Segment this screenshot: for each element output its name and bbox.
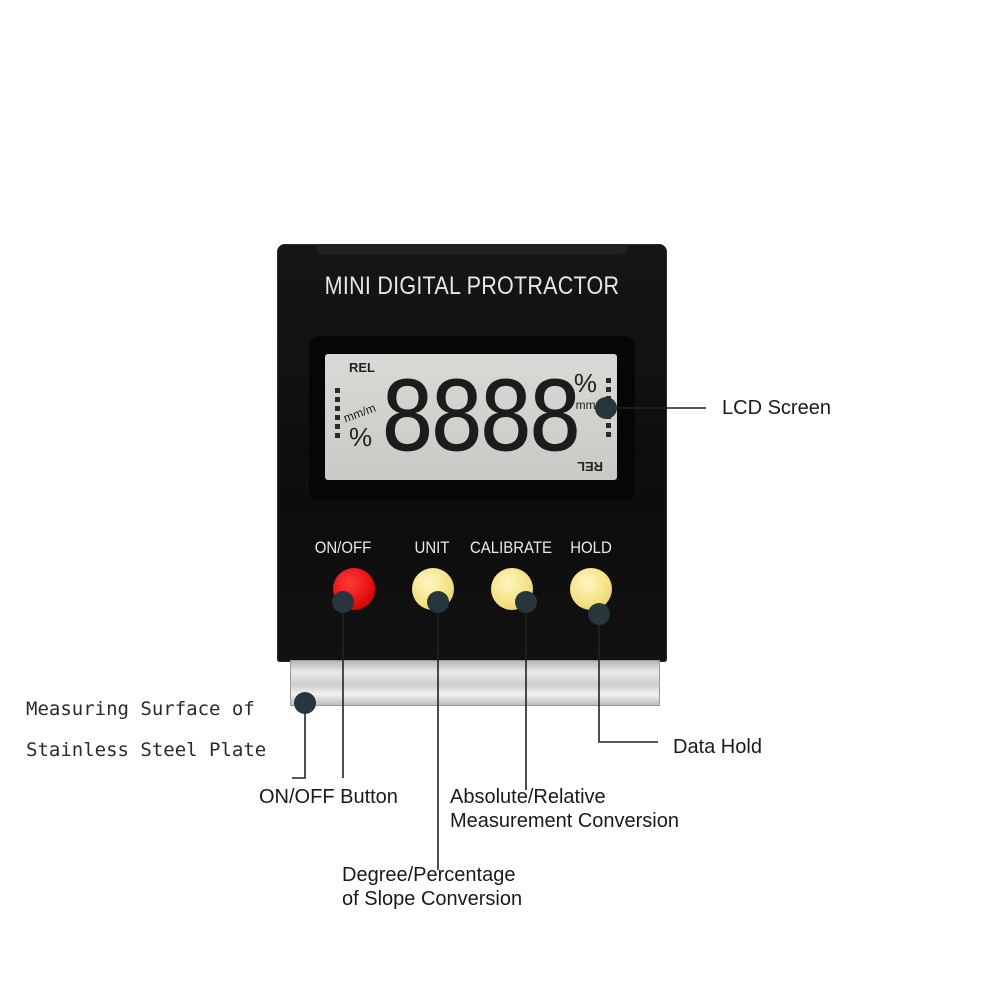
callout-line-steel-plate <box>292 703 306 779</box>
lcd-percent-left: % <box>349 422 373 452</box>
label-steel-plate-line2: Stainless Steel Plate <box>26 739 267 761</box>
stainless-steel-plate <box>290 660 660 706</box>
lcd-screen: REL REL mm/m mm/m % % 8888 <box>325 354 617 480</box>
label-abs-rel-line1: Absolute/Relative <box>450 786 606 808</box>
on-off-button-label: ON/OFF <box>314 538 372 557</box>
callout-dot-unit <box>427 591 449 613</box>
callout-dot-steel-plate <box>294 692 316 714</box>
device-top-notch <box>317 244 627 254</box>
callout-dot-calibrate <box>515 591 537 613</box>
label-degree-line1: Degree/Percentage <box>342 864 516 886</box>
callout-dot-on-off <box>332 591 354 613</box>
label-data-hold: Data Hold <box>673 736 762 758</box>
label-on-off-button: ON/OFF Button <box>259 786 398 808</box>
label-abs-rel-line2: Measurement Conversion <box>450 810 679 832</box>
callout-dot-hold <box>588 603 610 625</box>
label-steel-plate-line1: Measuring Surface of <box>26 698 255 720</box>
label-degree-line2: of Slope Conversion <box>342 888 523 910</box>
callout-dot-lcd <box>595 397 617 419</box>
lcd-digits: 8888 <box>380 361 583 473</box>
lcd-rel-indicator-bottom: REL <box>577 459 603 474</box>
unit-button-label: UNIT <box>414 538 450 557</box>
calibrate-button-label: CALIBRATE <box>469 538 553 557</box>
lcd-level-bars-left <box>335 388 340 442</box>
device-title: MINI DIGITAL PROTRACTOR <box>324 272 620 300</box>
lcd-percent-right: % <box>573 368 597 398</box>
hold-button-label: HOLD <box>570 538 612 557</box>
label-lcd-screen: LCD Screen <box>722 397 831 419</box>
lcd-rel-indicator-top: REL <box>349 360 375 375</box>
hold-button[interactable] <box>570 568 612 610</box>
